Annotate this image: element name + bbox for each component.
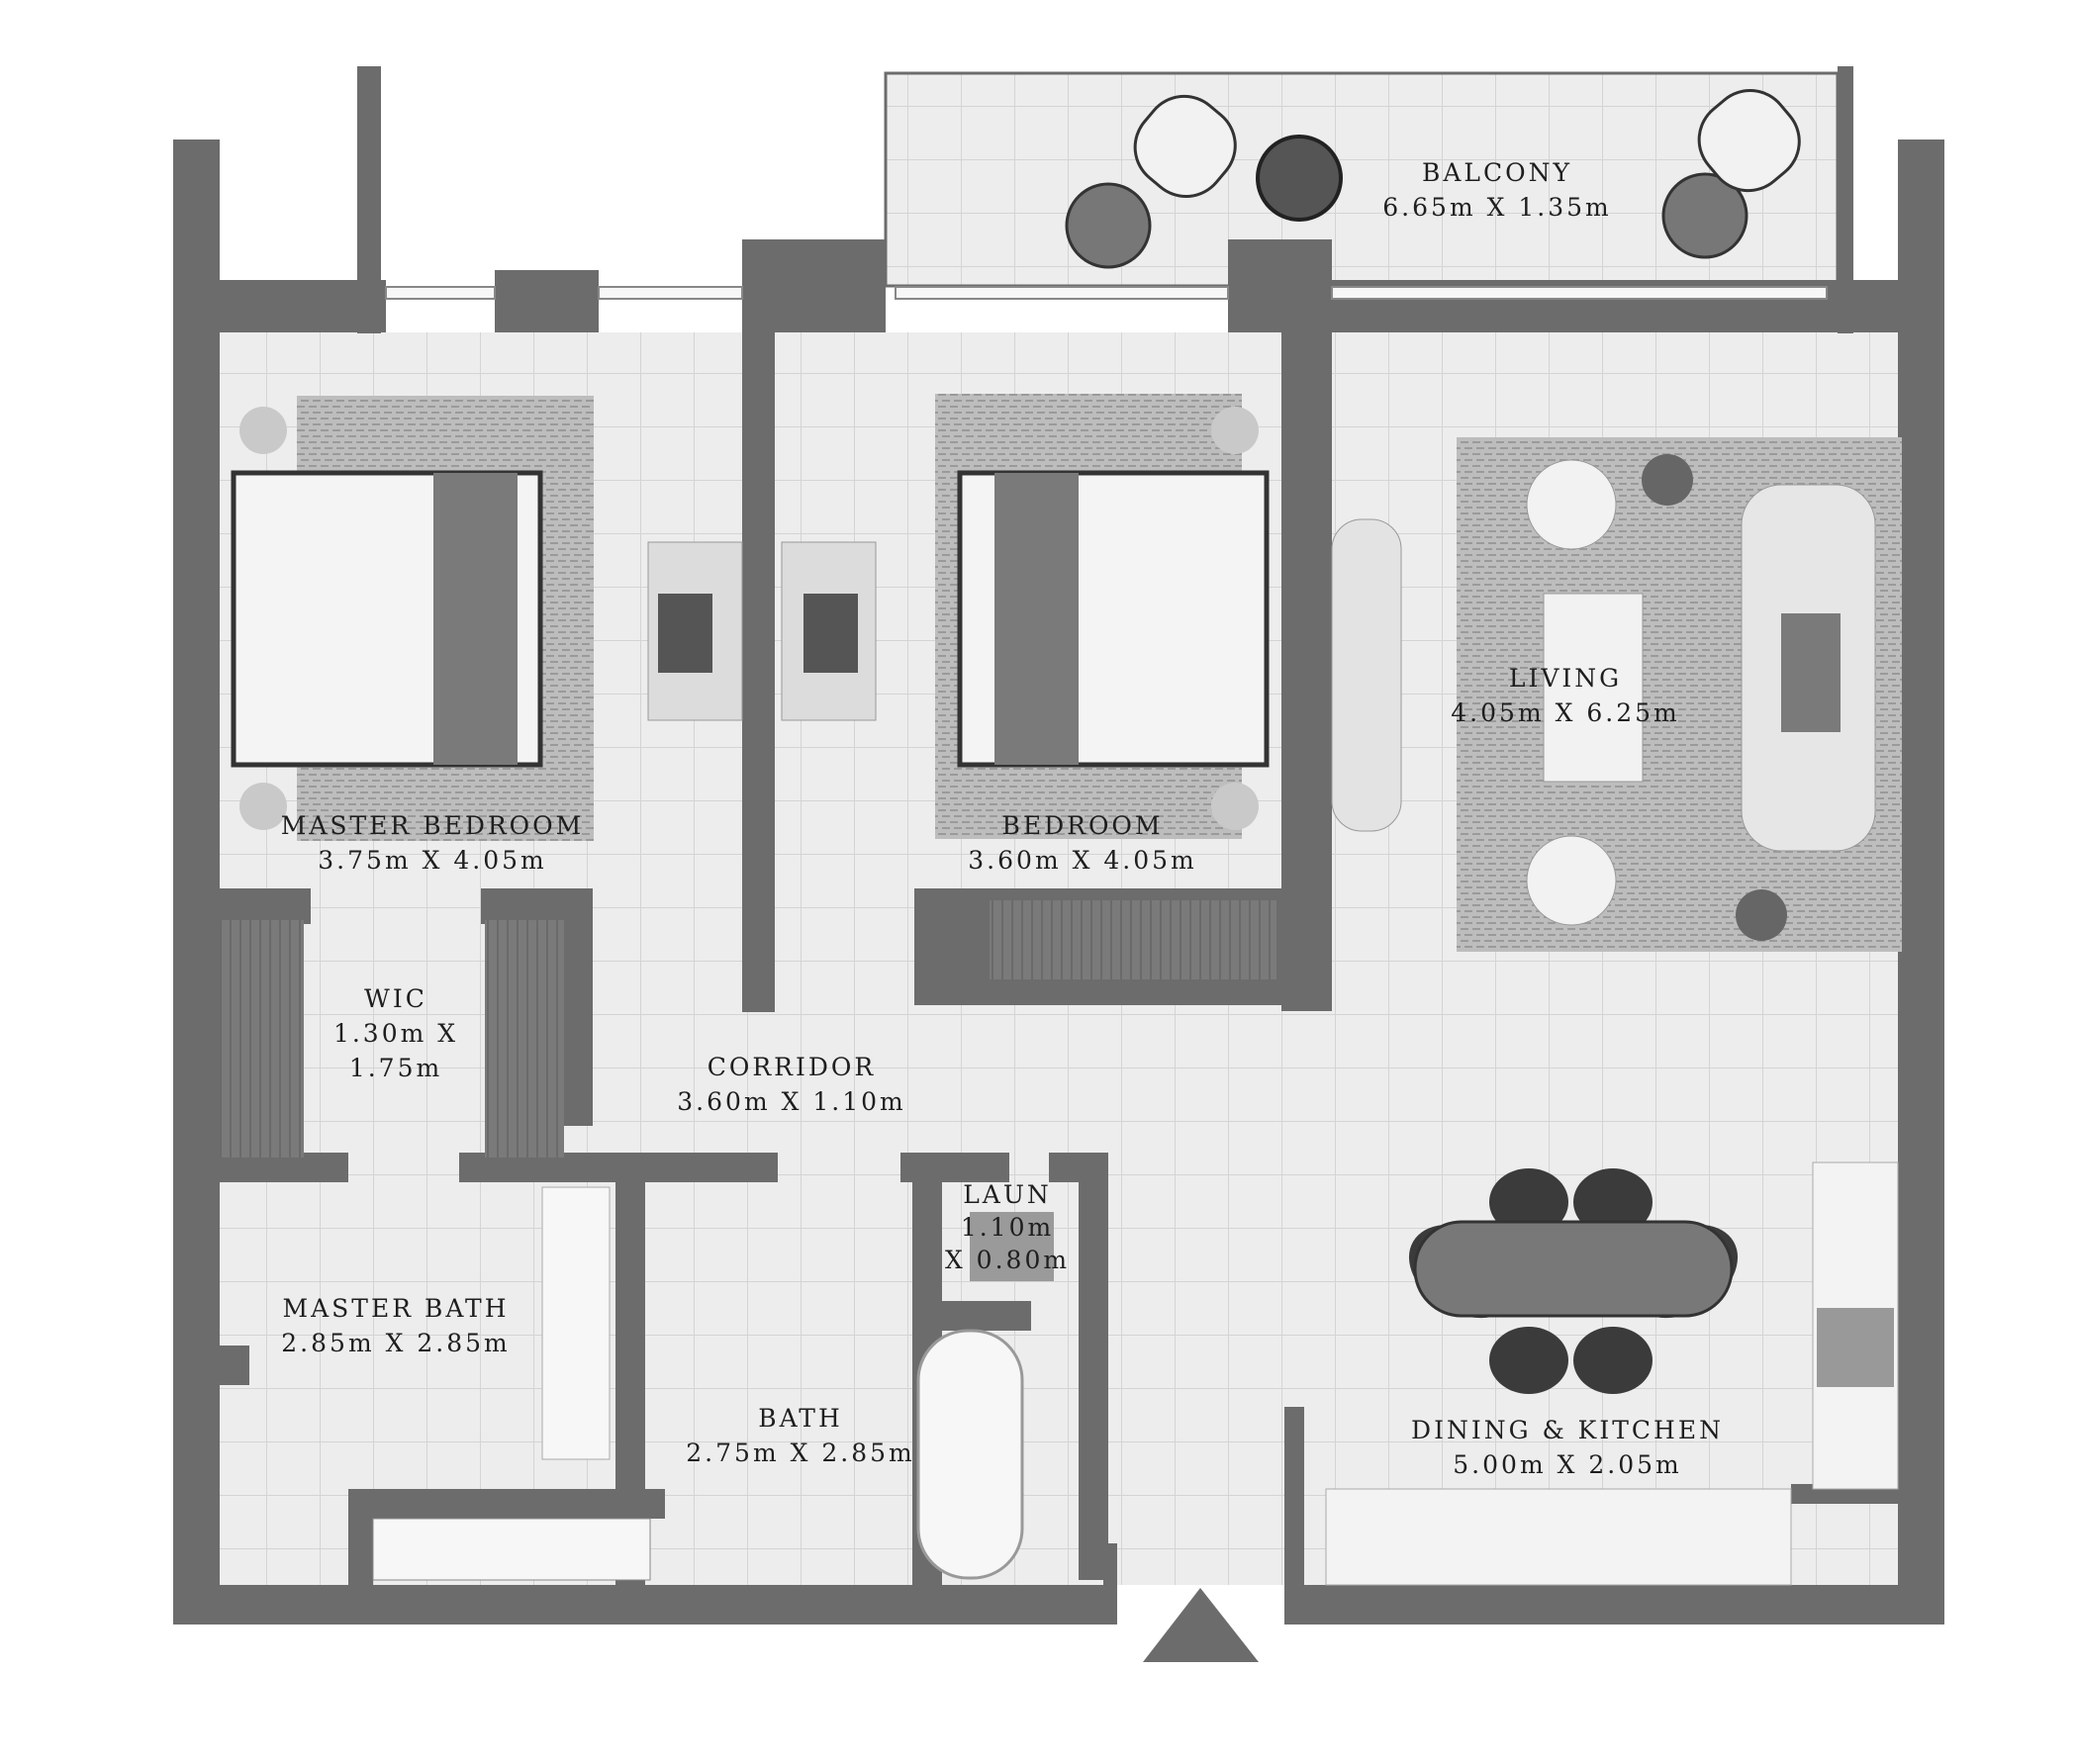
room-label-living: LIVING 4.05m X 6.25m <box>1451 661 1679 730</box>
room-label-bath: BATH 2.75m X 2.85m <box>686 1401 914 1470</box>
room-label-dining-kitchen: DINING & KITCHEN 5.00m X 2.05m <box>1411 1413 1724 1482</box>
cooktop <box>1817 1308 1894 1387</box>
wic-wardrobe <box>220 920 304 1158</box>
kitchen-counter <box>1325 1488 1792 1586</box>
room-name: LAUN <box>963 1180 1052 1209</box>
room-name: BALCONY <box>1421 158 1573 187</box>
room-label-balcony: BALCONY 6.65m X 1.35m <box>1382 155 1611 225</box>
room-name: CORRIDOR <box>707 1053 877 1081</box>
room-name: DINING & KITCHEN <box>1411 1416 1724 1444</box>
tv-console <box>1331 518 1402 832</box>
room-size: 3.75m X 4.05m <box>318 846 547 875</box>
dining-table <box>1413 1220 1734 1318</box>
room-name: BEDROOM <box>1001 811 1164 840</box>
room-size: 3.60m X 4.05m <box>968 846 1197 875</box>
windows <box>385 286 1828 300</box>
room-label-wic: WIC 1.30m X 1.75m <box>333 981 458 1085</box>
room-label-corridor: CORRIDOR 3.60m X 1.10m <box>677 1050 905 1119</box>
room-label-master-bath: MASTER BATH 2.85m X 2.85m <box>281 1291 510 1360</box>
room-label-laundry: LAUN 1.10m X 0.80m <box>945 1178 1070 1276</box>
wardrobe <box>990 900 1276 979</box>
vanity <box>541 1186 611 1460</box>
entrance-arrow-icon <box>1143 1588 1259 1662</box>
room-size: 1.75m <box>348 1054 443 1082</box>
room-size: 4.05m X 6.25m <box>1451 698 1680 727</box>
room-name: BATH <box>758 1404 843 1433</box>
room-size: 3.60m X 1.10m <box>677 1087 906 1116</box>
room-size: 1.30m X <box>332 1019 459 1048</box>
room-size: 6.65m X 1.35m <box>1382 193 1612 222</box>
walls <box>173 66 1944 1625</box>
shower <box>372 1518 651 1581</box>
room-name: LIVING <box>1508 664 1623 693</box>
balcony-furniture <box>1065 88 1801 269</box>
furniture <box>220 394 1902 1586</box>
wic-wardrobe <box>485 920 564 1158</box>
room-size: 1.10m <box>960 1213 1055 1242</box>
room-size: 5.00m X 2.05m <box>1453 1450 1682 1479</box>
room-label-bedroom: BEDROOM 3.60m X 4.05m <box>968 808 1196 878</box>
coffee-table <box>1543 593 1644 783</box>
room-label-master-bedroom: MASTER BEDROOM 3.75m X 4.05m <box>281 808 585 878</box>
room-size: X 0.80m <box>944 1246 1071 1274</box>
room-size: 2.75m X 2.85m <box>686 1439 915 1467</box>
room-name: MASTER BATH <box>282 1294 510 1323</box>
room-name: MASTER BEDROOM <box>280 811 585 840</box>
room-size: 2.85m X 2.85m <box>281 1329 511 1357</box>
bathtub <box>916 1329 1024 1580</box>
room-name: WIC <box>364 984 427 1013</box>
